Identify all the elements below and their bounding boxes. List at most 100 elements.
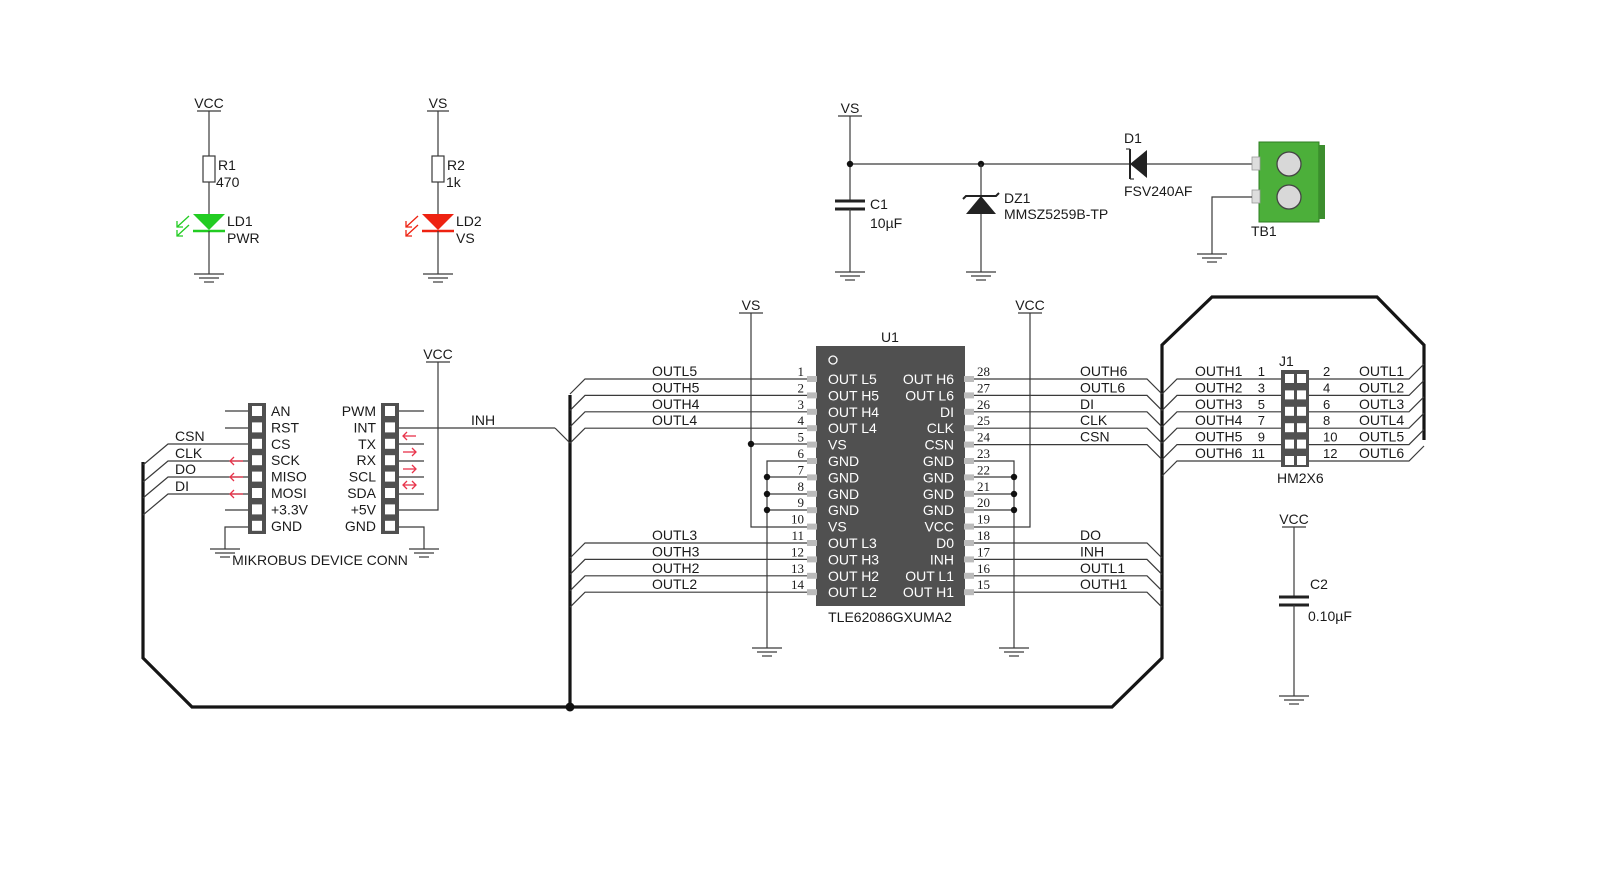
u1-left-pin-name: OUT L3 bbox=[828, 535, 877, 551]
u1-left-net-label: OUTL5 bbox=[652, 363, 697, 379]
u1-right-net-label: DO bbox=[1080, 527, 1101, 543]
u1-right-net-label: OUTH1 bbox=[1080, 576, 1128, 592]
mikrobus-pin bbox=[252, 438, 262, 449]
mikrobus-right-pin-label: GND bbox=[345, 518, 376, 534]
tb1-ref: TB1 bbox=[1251, 223, 1277, 239]
u1-right-net-label: CSN bbox=[1080, 429, 1110, 445]
u1-pin-stub bbox=[807, 425, 817, 432]
ld1-supply-label: VCC bbox=[194, 95, 224, 111]
u1-left-pin-name: VS bbox=[828, 437, 847, 453]
u1-right-pin-number: 20 bbox=[977, 495, 990, 510]
u1-left-pin-name: OUT H3 bbox=[828, 551, 879, 567]
u1-right-pin-name: CLK bbox=[927, 420, 955, 436]
mikrobus-right-pin-label: RX bbox=[357, 452, 377, 468]
u1-pin-stub bbox=[964, 392, 974, 399]
r1-ref: R1 bbox=[218, 157, 236, 173]
j1-pin bbox=[1285, 406, 1294, 416]
led-ld1-green bbox=[193, 214, 225, 230]
mikrobus-net-do: DO bbox=[175, 461, 196, 477]
u1-left-pin-name: GND bbox=[828, 453, 859, 469]
ld2-supply-label: VS bbox=[429, 95, 448, 111]
j1-left-net-wire bbox=[1161, 460, 1281, 477]
mikrobus-pin bbox=[385, 422, 395, 433]
u1-left-net-wire bbox=[569, 575, 807, 592]
resistor-r2 bbox=[431, 155, 445, 183]
r1-value: 470 bbox=[216, 174, 240, 190]
u1-pin-stub bbox=[964, 556, 974, 563]
u1-pin-stub bbox=[964, 523, 974, 530]
u1-pin-stub bbox=[964, 507, 974, 514]
mikrobus-pin bbox=[252, 520, 262, 531]
mikrobus-left-pin-label: +3.3V bbox=[271, 501, 309, 517]
u1-left-pin-name: GND bbox=[828, 486, 859, 502]
u1-pin-stub bbox=[964, 441, 974, 448]
u1-left-pin-number: 6 bbox=[798, 446, 805, 461]
u1-left-pin-number: 1 bbox=[798, 364, 805, 379]
u1-pin-stub bbox=[807, 458, 817, 464]
u1-left-pin-number: 8 bbox=[798, 479, 805, 494]
j1-right-net-wire bbox=[1309, 396, 1425, 413]
u1-right-pin-name: GND bbox=[923, 469, 954, 485]
u1-pin-stub bbox=[807, 490, 817, 497]
terminal-screw bbox=[1276, 151, 1302, 177]
u1-pin-stub bbox=[807, 441, 817, 448]
j1-left-net-label: OUTH5 bbox=[1195, 429, 1243, 445]
bus-junction-dot bbox=[565, 702, 575, 712]
j1-right-net-wire bbox=[1309, 445, 1425, 462]
u1-pin-stub bbox=[807, 556, 817, 563]
led-pwr-circuit: VCC R1 470 LD1 PWR bbox=[176, 95, 260, 283]
u1-pin-stub bbox=[964, 589, 974, 596]
j1-pin bbox=[1297, 439, 1306, 449]
u1-pin-stub bbox=[807, 474, 817, 481]
mikrobus-net-csn: CSN bbox=[175, 428, 205, 444]
u1-left-net-label: OUTL2 bbox=[652, 576, 697, 592]
u1-left-pin-name: OUT L4 bbox=[828, 420, 877, 436]
j1-right-pin-number: 2 bbox=[1323, 364, 1330, 379]
j1-left-net-wire bbox=[1161, 411, 1281, 428]
d1-part: FSV240AF bbox=[1124, 183, 1192, 199]
j1-right-net-wire bbox=[1309, 429, 1425, 446]
j1-left-pin-number: 3 bbox=[1258, 380, 1265, 395]
u1-left-net-wire bbox=[569, 558, 807, 575]
u1-right-net-wire bbox=[974, 378, 1163, 395]
u1-right-net-wire bbox=[974, 411, 1163, 428]
j1-right-net-label: OUTL2 bbox=[1359, 379, 1404, 395]
j1-pin bbox=[1285, 423, 1294, 433]
u1-right-pin-number: 15 bbox=[977, 577, 990, 592]
u1-body bbox=[816, 346, 965, 606]
j1-pin bbox=[1297, 390, 1306, 400]
j1-right-net-label: OUTL1 bbox=[1359, 363, 1404, 379]
mikrobus-right-pin-label: SCL bbox=[349, 469, 376, 485]
power-input-circuit: VS C1 10µF DZ1 MMSZ5259B-TP D1 FSV240AF bbox=[834, 100, 1325, 281]
j1-left-pin-number: 1 bbox=[1258, 364, 1265, 379]
u1-right-pin-name: D0 bbox=[936, 535, 954, 551]
u1-left-pin-number: 5 bbox=[798, 430, 805, 445]
u1-right-pin-number: 26 bbox=[977, 397, 991, 412]
u1-left-pin-name: GND bbox=[828, 502, 859, 518]
mikrobus-pin bbox=[252, 471, 262, 482]
u1-pin-stub bbox=[807, 523, 817, 530]
mikrobus-pin bbox=[252, 488, 262, 498]
mikrobus-left-pin-label: SCK bbox=[271, 452, 300, 468]
u1-left-pin-number: 3 bbox=[798, 397, 805, 412]
u1-right-pin-number: 24 bbox=[977, 430, 991, 445]
junction-dot bbox=[846, 160, 854, 168]
u1-right-net-wire bbox=[974, 558, 1163, 575]
u1-left-pin-name: OUT L2 bbox=[828, 584, 877, 600]
u1-left-pin-number: 2 bbox=[798, 380, 805, 395]
u1-pin-stub bbox=[964, 540, 974, 546]
mikrobus-left-pin-label: AN bbox=[271, 403, 290, 419]
j1-pin bbox=[1297, 456, 1306, 465]
mikrobus-right-pin-label: SDA bbox=[347, 485, 376, 501]
r2-ref: R2 bbox=[447, 157, 465, 173]
u1-right-pin-number: 25 bbox=[977, 413, 990, 428]
u1-pin-stub bbox=[964, 376, 974, 382]
j1-left-net-label: OUTH4 bbox=[1195, 412, 1243, 428]
led-ld1-light-arrows bbox=[176, 215, 190, 237]
u1-pin-stub bbox=[807, 507, 817, 514]
u1-right-pin-number: 22 bbox=[977, 462, 990, 477]
mikrobus-right-pin-label: +5V bbox=[351, 501, 377, 517]
